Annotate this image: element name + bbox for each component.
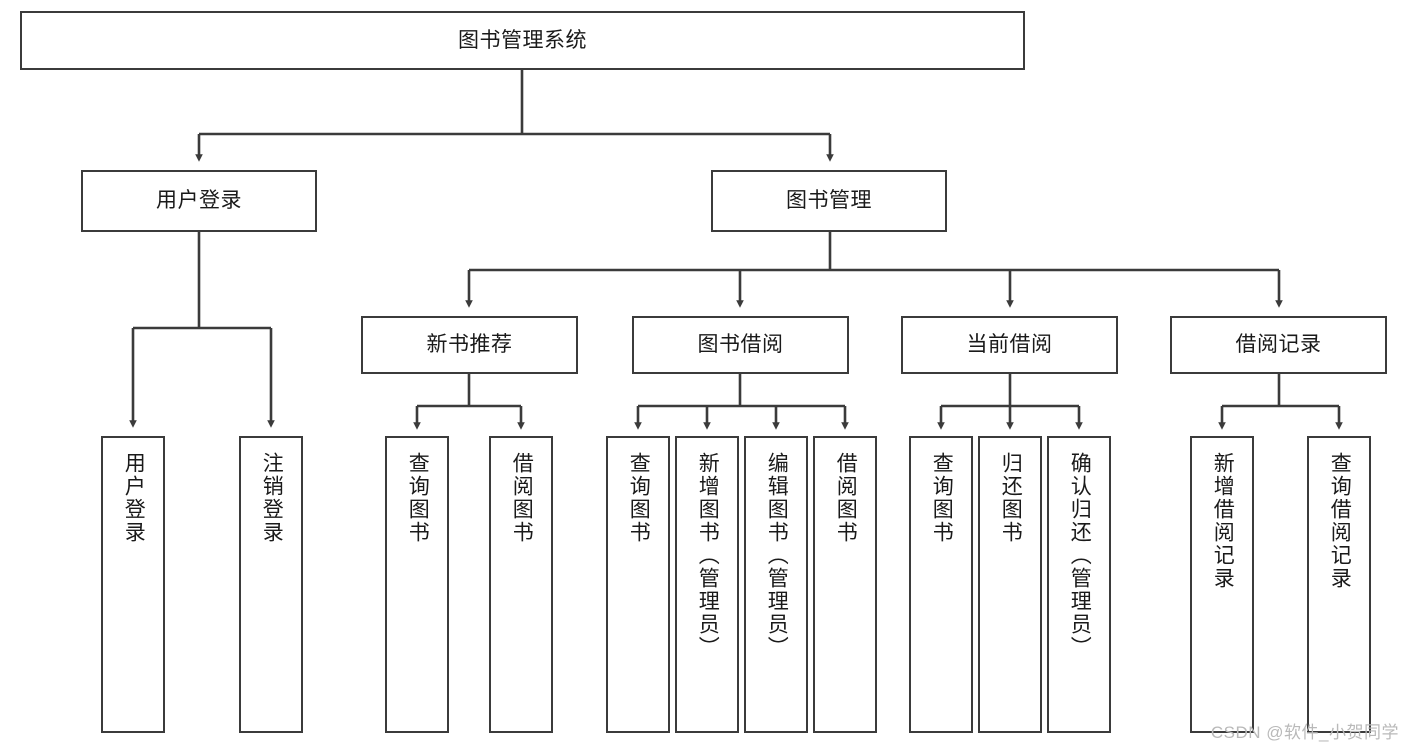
node-label: 图书管理系统 [458,28,587,52]
leaf-add-borrow-record[interactable]: 新增借阅记录 [1190,436,1254,733]
node-label: 新书推荐 [426,333,513,357]
node-borrow-record[interactable]: 借阅记录 [1170,316,1387,374]
leaf-label: 借阅图书 [510,452,534,544]
node-current-borrow[interactable]: 当前借阅 [901,316,1118,374]
leaf-label: 注销登录 [260,452,284,544]
node-label: 用户登录 [156,189,242,213]
leaf-label: 归还图书 [999,452,1023,544]
node-label: 图书借阅 [697,333,784,357]
leaf-label: 查询借阅记录 [1328,452,1352,590]
leaf-label: 借阅图书 [834,452,858,544]
node-book-borrow[interactable]: 图书借阅 [632,316,849,374]
leaf-label: 新增图书（管理员） [696,452,720,659]
leaf-query-book-new[interactable]: 查询图书 [385,436,449,733]
leaf-user-login[interactable]: 用户登录 [101,436,165,733]
leaf-borrow-book-borrow[interactable]: 借阅图书 [813,436,877,733]
leaf-return-book[interactable]: 归还图书 [978,436,1042,733]
leaf-label: 新增借阅记录 [1211,452,1235,590]
leaf-add-book-admin[interactable]: 新增图书（管理员） [675,436,739,733]
leaf-borrow-book-new[interactable]: 借阅图书 [489,436,553,733]
node-root-system[interactable]: 图书管理系统 [20,11,1025,70]
leaf-edit-book-admin[interactable]: 编辑图书（管理员） [744,436,808,733]
node-label: 图书管理 [786,189,872,213]
leaf-confirm-return-admin[interactable]: 确认归还（管理员） [1047,436,1111,733]
leaf-query-borrow-record[interactable]: 查询借阅记录 [1307,436,1371,733]
node-user-login[interactable]: 用户登录 [81,170,317,232]
leaf-label: 查询图书 [930,452,954,544]
node-new-book-recommend[interactable]: 新书推荐 [361,316,578,374]
leaf-query-book-current[interactable]: 查询图书 [909,436,973,733]
leaf-label: 确认归还（管理员） [1068,452,1092,659]
node-book-management[interactable]: 图书管理 [711,170,947,232]
node-label: 借阅记录 [1235,333,1322,357]
leaf-query-book-borrow[interactable]: 查询图书 [606,436,670,733]
leaf-label: 查询图书 [406,452,430,544]
leaf-label: 用户登录 [122,452,146,544]
leaf-label: 编辑图书（管理员） [765,452,789,659]
node-label: 当前借阅 [966,333,1053,357]
leaf-user-logout[interactable]: 注销登录 [239,436,303,733]
leaf-label: 查询图书 [627,452,651,544]
